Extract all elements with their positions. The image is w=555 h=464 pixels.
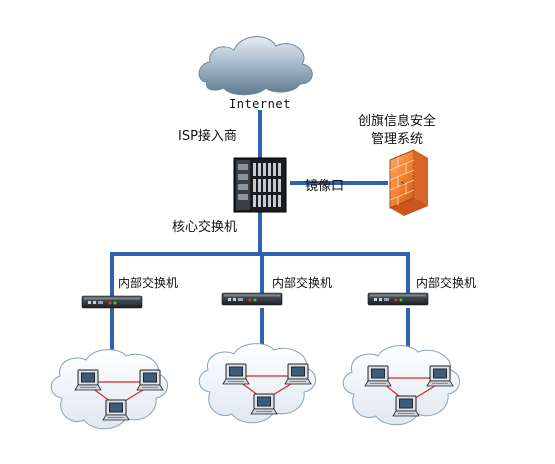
computer-icon: [392, 395, 420, 417]
computer-icon: [250, 393, 278, 415]
internet-label: Internet: [229, 97, 291, 111]
firewall-icon: ⚡: [389, 149, 428, 216]
computer-icon: [222, 363, 250, 385]
lan-cloud-center: [198, 343, 316, 424]
core-switch-icon: [233, 157, 287, 213]
core-switch-label: 核心交换机: [172, 220, 238, 235]
mirror-port-label: 镜像口: [305, 179, 345, 194]
security-system-label-line1: 创旗信息安全: [358, 114, 437, 129]
computer-icon: [364, 365, 392, 387]
computer-icon: [136, 369, 164, 391]
computer-icon: [102, 399, 130, 421]
internet-cloud-icon: [198, 36, 313, 96]
lan-cloud-right: [342, 345, 460, 426]
internal-switch-label: 内部交换机: [272, 276, 333, 290]
computer-icon: [426, 365, 454, 387]
internal-switch-icon: [221, 292, 283, 306]
security-system-label-line2: 管理系统: [371, 132, 424, 147]
computer-icon: [284, 363, 312, 385]
isp-label: ISP接入商: [178, 129, 237, 144]
computer-icon: [74, 369, 102, 391]
internal-switch-label: 内部交换机: [416, 276, 477, 290]
lan-cloud-left: [50, 349, 168, 430]
svg-text:⚡: ⚡: [400, 179, 406, 188]
security-system-label: 创旗信息安全 管理系统: [358, 113, 436, 149]
internal-switch-icon: [81, 295, 143, 309]
internal-switch-icon: [367, 292, 429, 306]
internal-switch-label: 内部交换机: [118, 276, 179, 290]
